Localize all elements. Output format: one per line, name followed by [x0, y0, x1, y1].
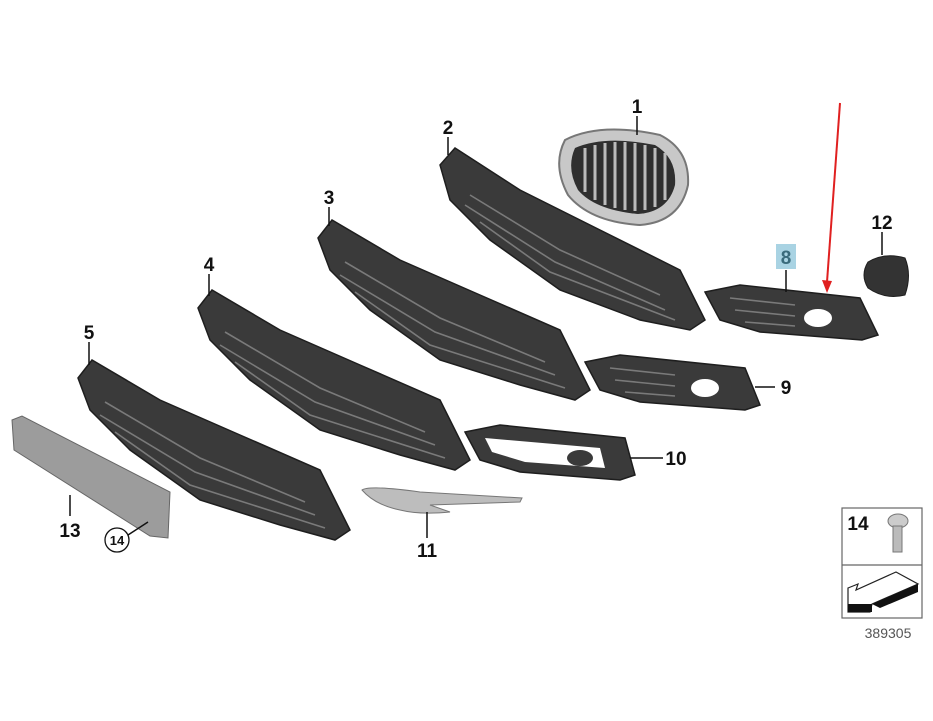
part-8-side-grille: [703, 284, 880, 341]
diagram-number: 389305: [865, 625, 912, 641]
label-3: 3: [324, 188, 335, 209]
label-14-circle: [104, 527, 130, 553]
legend-box: 14: [841, 507, 923, 619]
highlight-label-8: [776, 244, 796, 269]
part-4-grille: [197, 289, 471, 471]
part-13-license-bracket: [11, 415, 171, 539]
label-13: 13: [59, 521, 80, 542]
label-12: 12: [871, 213, 892, 234]
part-1-kidney-grille: [558, 128, 690, 227]
label-2: 2: [443, 118, 454, 139]
label-9: 9: [781, 378, 792, 399]
legend-part-number: 14: [847, 514, 869, 535]
label-5: 5: [84, 323, 95, 344]
part-12-cap: [863, 255, 909, 297]
part-11-chrome-strip: [361, 487, 523, 514]
part-2-grille: [439, 147, 706, 331]
label-10: 10: [665, 449, 686, 470]
label-8: 8: [781, 248, 792, 269]
part-9-side-grille: [583, 354, 761, 411]
red-arrow-indicator: [822, 102, 841, 293]
part-10-fog-trim: [463, 424, 636, 481]
screw-icon: [887, 513, 909, 553]
part-3-grille: [317, 219, 591, 401]
label-1: 1: [632, 97, 643, 118]
label-11: 11: [417, 541, 438, 562]
label-4: 4: [204, 255, 215, 276]
part-5-grille: [77, 359, 351, 541]
direction-arrow-icon: [847, 571, 920, 613]
label-14-circled: 14: [110, 533, 125, 548]
